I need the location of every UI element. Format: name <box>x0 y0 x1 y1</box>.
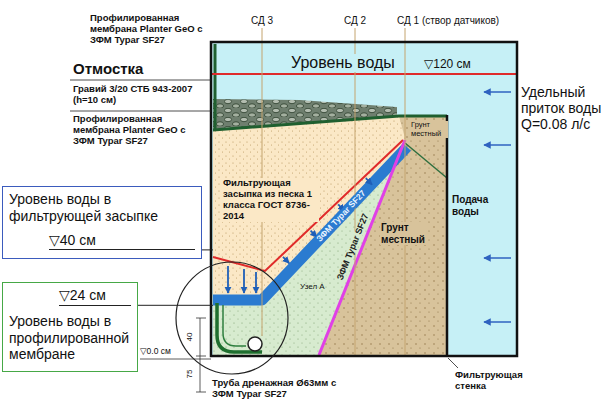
flow-arrow <box>227 266 229 293</box>
level-mark: ▽24 см <box>59 287 131 306</box>
flow-arrow <box>283 257 289 264</box>
section-title: Отмостка <box>73 60 143 77</box>
dimension: 40 <box>186 333 194 342</box>
level-mark: ▽40 см <box>49 232 195 251</box>
drain-pipe <box>248 337 262 351</box>
dimension-tick <box>196 318 206 319</box>
dimension-tick <box>196 392 206 393</box>
sensor-line <box>355 28 356 355</box>
soil-boundary <box>405 143 447 178</box>
inflow-arrow <box>484 321 511 323</box>
detail-name: Узел А <box>300 282 325 291</box>
membrane-note: Профилированная мембрана Planter GeO с З… <box>73 114 209 147</box>
saturation-line <box>213 140 403 271</box>
inflow-note: Удельный приток воды Q=0.08 л/с <box>521 84 609 132</box>
water-level-line <box>212 73 516 75</box>
text-stack: Уровень воды в фильтрующей засыпке ▽40 см <box>9 191 195 250</box>
dimension-tick <box>196 356 206 357</box>
wall-label: Фильтрующая стенка <box>455 370 530 392</box>
pipe-label: Труба дренажная Ø63мм с ЗФМ Typar SF27 <box>212 378 352 400</box>
tank-frame <box>211 42 517 356</box>
flow-arrow <box>255 272 257 293</box>
sensor-name: СД 3 <box>251 15 273 27</box>
level-line <box>131 305 213 306</box>
soil-label: Грунт местный <box>380 222 428 245</box>
water <box>212 43 516 355</box>
gravel-note: Гравий 3/20 СТБ 943-2007 (h=10 см) <box>73 84 209 106</box>
detail-circle <box>176 262 288 374</box>
inflow-arrow <box>484 144 511 146</box>
leader-line <box>448 358 458 368</box>
dimension: 75 <box>186 370 194 379</box>
wall-membrane <box>214 44 217 129</box>
filter-wall <box>446 115 449 356</box>
leader-line <box>70 80 211 81</box>
drain-membrane-band <box>213 147 407 300</box>
callout-text: Уровень воды в профилированной мембране <box>9 313 131 363</box>
sensor-name: СД 2 <box>344 15 366 27</box>
pipe-membrane <box>223 305 246 346</box>
level-mark: ▽120 см <box>424 58 471 72</box>
level-line <box>140 359 211 360</box>
soil-label: Грунт местный <box>410 121 448 138</box>
callout-text: Уровень воды в фильтрующей засыпке <box>9 191 195 225</box>
pipe-membrane <box>217 303 262 352</box>
inflow-arrow <box>484 257 511 259</box>
water-level-label: Уровень воды <box>290 54 396 72</box>
level-callout-box: Уровень воды в фильтрующей засыпке ▽40 см <box>2 186 202 259</box>
inflow-label: Подача воды <box>452 194 512 217</box>
backfill-label: Фильтрующая засыпка из песка 1 класса ГО… <box>222 178 319 222</box>
membrane-note: Профилированная мембрана Planter GeO с З… <box>90 13 206 46</box>
text-stack: ▽24 см Уровень воды в профилированной мем… <box>9 287 131 363</box>
sensor-name: СД 1 (створ датчиков) <box>397 15 499 27</box>
geotextile-line <box>319 140 405 355</box>
dimension-line <box>200 318 201 392</box>
inflow-arrow <box>484 91 511 93</box>
leader-line <box>70 111 211 112</box>
level-callout-box: ▽24 см Уровень воды в профилированной мем… <box>2 282 138 372</box>
flow-arrow <box>366 178 372 185</box>
sensor-line <box>405 28 406 355</box>
level-mark: ▽0.0 см <box>140 347 171 357</box>
flow-arrow <box>243 269 245 293</box>
